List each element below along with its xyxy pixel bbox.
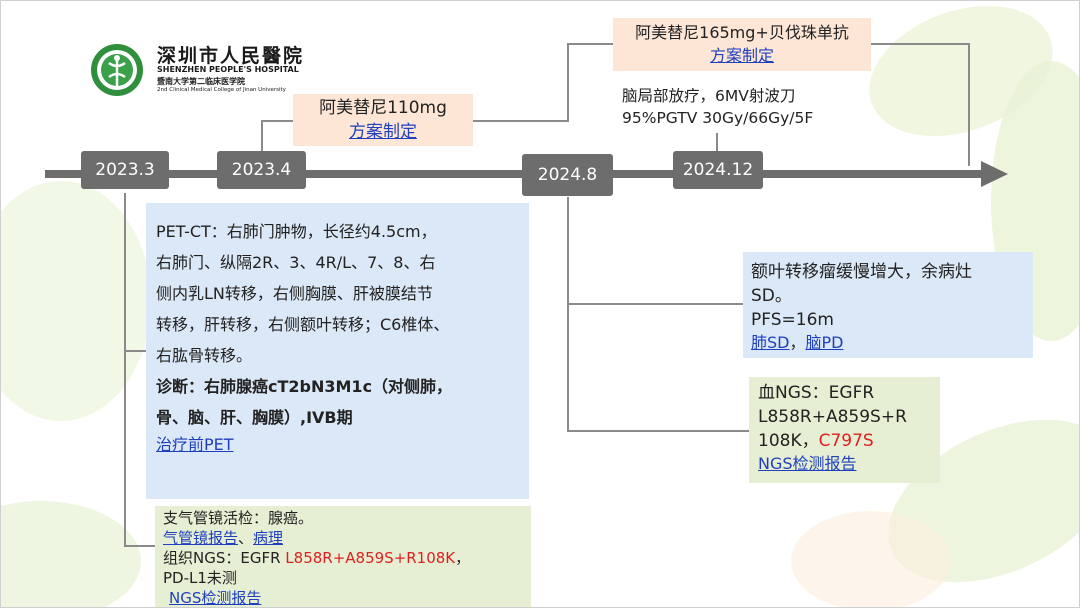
pet-line-5: 右肱骨转移。: [156, 346, 253, 365]
hospital-emblem-icon: [91, 44, 143, 96]
blood-ngs-report-link[interactable]: NGS检测报告: [758, 454, 857, 473]
tissue-ngs-mutations: L858R+A859S+R108K: [285, 549, 456, 567]
bronchoscopy-result: 支气管镜活检：腺癌。: [163, 509, 314, 527]
tissue-ngs-prefix: 组织NGS：EGFR: [163, 549, 286, 567]
frontal-progression-box: 额叶转移瘤缓慢增大，余病灶 SD。 PFS=16m 肺SD，脑PD: [743, 252, 1033, 358]
brain-pd-link[interactable]: 脑PD: [805, 333, 844, 352]
frontal-separator: ，: [789, 333, 806, 352]
date-2023-4: 2023.4: [217, 151, 306, 189]
pathology-link[interactable]: 病理: [253, 529, 284, 547]
pre-treatment-pet-link[interactable]: 治疗前PET: [156, 435, 234, 454]
tissue-ngs-suffix: ，: [455, 549, 471, 567]
blood-ngs-line-3: 108K，: [758, 431, 819, 451]
pet-line-3: 侧内乳LN转移，右侧胸膜、肝被膜结节: [156, 284, 433, 303]
pfs-value: PFS=16m: [751, 310, 834, 330]
pet-line-2: 右肺门、纵隔2R、3、4R/L、7、8、右: [156, 253, 436, 272]
bronchoscopy-box: 支气管镜活检：腺癌。 气管镜报告、病理 组织NGS：EGFR L858R+A85…: [155, 506, 531, 607]
bronchoscopy-report-link[interactable]: 气管镜报告: [163, 529, 239, 547]
event-2024-12-treatment-box: 阿美替尼165mg+贝伐珠单抗 方案制定: [613, 18, 871, 71]
frontal-line-1: 额叶转移瘤缓慢增大，余病灶: [751, 262, 972, 282]
event-2023-4-drug: 阿美替尼110mg: [319, 98, 447, 118]
blood-ngs-c797s: C797S: [818, 431, 874, 451]
blood-ngs-box: 血NGS：EGFR L858R+A859S+R 108K，C797S NGS检测…: [749, 377, 940, 483]
blood-ngs-line-1: 血NGS：EGFR: [758, 383, 875, 403]
tissue-ngs-report-link[interactable]: NGS检测报告: [169, 589, 262, 607]
date-2024-8: 2024.8: [522, 154, 613, 196]
frontal-line-2: SD。: [751, 286, 792, 306]
hospital-logo: 深圳市人民醫院 SHENZHEN PEOPLE'S HOSPITAL 暨南大学第…: [87, 41, 357, 99]
date-2023-3: 2023.3: [81, 151, 169, 189]
hospital-subtitle-cn: 暨南大学第二临床医学院: [157, 77, 245, 86]
event-2024-12-radiotherapy: 脑局部放疗，6MV射波刀 95%PGTV 30Gy/66Gy/5F: [618, 85, 850, 133]
pet-ct-box: PET-CT：右肺门肿物，长径约4.5cm， 右肺门、纵隔2R、3、4R/L、7…: [146, 203, 529, 499]
diagnosis-line-1: 诊断：右肺腺癌cT2bN3M1c（对侧肺，: [156, 377, 453, 396]
event-2023-4-box: 阿美替尼110mg 方案制定: [293, 94, 473, 146]
pet-line-1: PET-CT：右肺门肿物，长径约4.5cm，: [156, 222, 437, 241]
pet-line-4: 转移，肝转移，右侧额叶转移；C6椎体、: [156, 315, 450, 334]
radiotherapy-line-1: 脑局部放疗，6MV射波刀: [622, 87, 796, 105]
hospital-name-cn: 深圳市人民醫院: [157, 45, 305, 67]
diagnosis-line-2: 骨、脑、肝、胸膜）,IVB期: [156, 408, 353, 427]
radiotherapy-line-2: 95%PGTV 30Gy/66Gy/5F: [622, 109, 814, 127]
hospital-name-en: SHENZHEN PEOPLE'S HOSPITAL: [157, 65, 299, 74]
hospital-subtitle-en: 2nd Clinical Medical College of Jinan Un…: [157, 87, 286, 93]
bronchoscopy-separator: 、: [238, 529, 254, 547]
event-2023-4-plan-link[interactable]: 方案制定: [349, 122, 417, 142]
date-2024-12: 2024.12: [673, 151, 763, 189]
blood-ngs-line-2: L858R+A859S+R: [758, 407, 907, 427]
lung-sd-link[interactable]: 肺SD: [751, 333, 790, 352]
pdl1-status: PD-L1未测: [163, 569, 237, 587]
event-2024-12-plan-link[interactable]: 方案制定: [709, 46, 774, 65]
event-2024-12-drug: 阿美替尼165mg+贝伐珠单抗: [635, 23, 849, 42]
